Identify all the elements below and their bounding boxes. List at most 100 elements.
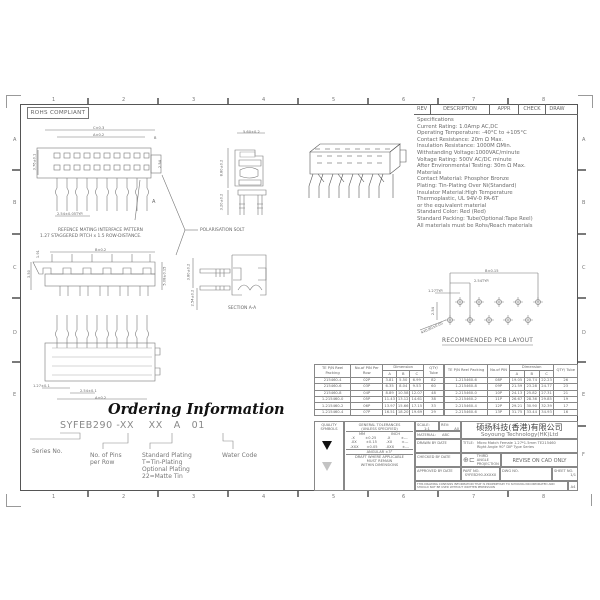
spec-line: Contact Material: Phosphor Bronze xyxy=(417,176,509,183)
quality-symbols-label: QUALITY SYMBOLS xyxy=(320,422,338,431)
cell-pn: 1-215460-6 xyxy=(443,376,489,385)
material-value: ABC xyxy=(441,432,450,437)
cell-a: 21.59 xyxy=(508,383,525,391)
section-a-a-label: SECTION A-A xyxy=(228,306,257,311)
proprietary-notice: THIS DRAWING CONTAINS INFORMATION THAT I… xyxy=(415,481,568,491)
dim-side-height: 8.80±0.2 xyxy=(219,159,224,177)
inspection-triangle-icon xyxy=(322,461,332,471)
zone-row-d-right: D xyxy=(582,330,586,336)
spec-line: Voltage Rating: 500V AC/DC minute xyxy=(417,156,512,163)
plating-line: Standard Plating xyxy=(142,452,192,459)
zone-col-2: 2 xyxy=(122,97,126,103)
projection-label: THIRD ANGLE PROJECTION xyxy=(476,453,499,467)
ordering-information-title: Ordering Information xyxy=(108,401,285,418)
cell-b: 28.36 xyxy=(523,395,540,404)
tol-row: .XX±0.15.XX±--- xyxy=(346,440,413,444)
draft-note-3: WITHIN DIMENSIONS xyxy=(360,463,399,468)
cell-pins: 12P xyxy=(487,402,510,410)
revise-note-cell: REVISE ON CAD ONLY xyxy=(501,453,578,467)
spec-line: or the equivalent material xyxy=(417,202,487,209)
zone-row-e-right: E xyxy=(582,392,586,398)
spec-line: Contact Resistance: 20m Ω Max. xyxy=(417,136,504,143)
draw-header: DRAW xyxy=(549,106,565,112)
cell-b: 20.74 xyxy=(523,376,540,385)
critical-dimension-triangle-icon xyxy=(322,440,332,450)
cell-b: 23.28 xyxy=(523,383,540,391)
zone-row-c: C xyxy=(13,265,17,271)
tol-mm-value: ±0.25 xyxy=(365,436,377,441)
pins-line-1: No. of Pins xyxy=(90,452,122,459)
scale-label: SCALE: xyxy=(417,422,430,427)
dim-bottom-2: 2.54±0.1 xyxy=(80,389,97,393)
dim-bottom-1: 1.27±0.1 xyxy=(33,384,50,388)
cell-pn: 2-215460-0 xyxy=(443,389,489,397)
cell-qty: 19 xyxy=(553,395,578,404)
revision-block: REV DESCRIPTION APPR CHECK DRAW xyxy=(414,104,578,115)
spec-line: Standard Color: Red (Red) xyxy=(417,209,486,216)
tol-mm-value: ±0.05 xyxy=(366,444,378,449)
tol-row: .X±0.25.X±--- xyxy=(346,436,413,440)
cell-qty: 33 xyxy=(423,402,444,410)
col-header-pins: No.of PIN Per Row xyxy=(350,364,384,378)
quality-symbols-cell: QUALITY SYMBOLS xyxy=(314,421,344,491)
scale-value: 1:1 xyxy=(424,426,430,431)
no-of-pins-label: No. of Pins per Row xyxy=(90,452,122,466)
plating-options: Standard Plating T=Tin-Plating Optional … xyxy=(142,452,192,480)
pcb-layout-title: RECOMMENDED PCB LAYOUT xyxy=(442,338,534,344)
cell-c: 29.85 xyxy=(538,395,555,404)
spec-line: Insulation Resistance: 1000M ΩMin. xyxy=(417,143,512,150)
cell-b: 33.44 xyxy=(523,408,540,417)
title-cell: TITLE: Micro Match Female 1.27*1.5mm TE2… xyxy=(461,439,578,453)
cell-pins: 04P xyxy=(350,389,384,397)
cell-b: 25.82 xyxy=(523,389,540,397)
cell-c: 12.07 xyxy=(409,389,425,397)
trim-mark-bottom-left xyxy=(6,494,21,507)
draft-note-1: DRAFT WHERE APPLICABLE xyxy=(346,453,413,459)
title-label: TITLE: xyxy=(463,440,474,445)
cell-a: 31.75 xyxy=(508,408,525,417)
tol-mm-digits: .XXX xyxy=(350,444,359,449)
dwg-no-cell: DWG NO. xyxy=(500,467,552,481)
cell-pins: 05P xyxy=(350,395,384,404)
draft-note-2: MUST REMAIN xyxy=(366,459,393,464)
specifications-block: Specifications Current Rating: 1.0Amp AC… xyxy=(417,117,577,229)
cell-pn: 1-215460-4 xyxy=(313,408,352,417)
part-no-cell: PART NO.SYFEB290-XXXXX xyxy=(461,467,500,481)
zone-row-b: B xyxy=(13,200,17,206)
zone-col-8: 8 xyxy=(542,97,546,103)
third-angle-projection-icon: ⊕⊏ xyxy=(463,455,475,464)
cell-c: 17.15 xyxy=(409,402,425,410)
tol-mm-digits: .XX xyxy=(350,440,357,445)
cell-pins: 11P xyxy=(487,395,510,404)
cell-qty: 82 xyxy=(423,376,444,385)
general-tolerances-cell: GENERAL TOLERANCES (UNLESS SPECIFIED) MM… xyxy=(344,421,415,491)
tol-inch-digits: .XXX xyxy=(385,444,395,449)
zone-row-c-right: C xyxy=(582,265,586,271)
spec-line: After Environmental Testing: 30m Ω Max. xyxy=(417,163,526,170)
rev-header: REV xyxy=(414,104,431,114)
cell-qty: 60 xyxy=(423,383,444,391)
paper-size: A4 xyxy=(568,481,578,491)
dimension-table-right: TE P/N Reel Packing No.of PIN Dimension … xyxy=(443,363,578,417)
appr-header: APPR xyxy=(490,104,519,114)
angular-tolerance: ANGULAR ±3° xyxy=(346,448,413,454)
gen-tol-title: GENERAL TOLERANCES xyxy=(358,422,401,427)
zone-row-a: A xyxy=(13,137,17,143)
dim-pitch: 2.54±0.05TYP. xyxy=(57,212,84,216)
trim-mark-bottom-right xyxy=(590,494,592,506)
tol-inch-value: ±--- xyxy=(401,440,409,445)
section-marker-a: A xyxy=(152,199,156,205)
drawn-by-cell: DRAWN BY DATE xyxy=(415,439,461,453)
spec-line: Current Rating: 1.0Amp AC,DC xyxy=(417,123,499,130)
zone-col-7: 7 xyxy=(472,97,476,103)
description-header: DESCRIPTION xyxy=(431,104,490,114)
cell-c: 32.39 xyxy=(538,402,555,410)
zone-row-e: E xyxy=(13,392,17,398)
spec-line: Materials xyxy=(417,169,442,176)
col-header-qty: QTY/ Tube xyxy=(423,364,444,378)
dim-front-b: B±0.2 xyxy=(95,248,107,252)
zone-col-3: 3 xyxy=(192,97,196,103)
tol-mm-value: ±0.15 xyxy=(365,440,377,445)
pins-line-2: per Row xyxy=(90,459,115,466)
